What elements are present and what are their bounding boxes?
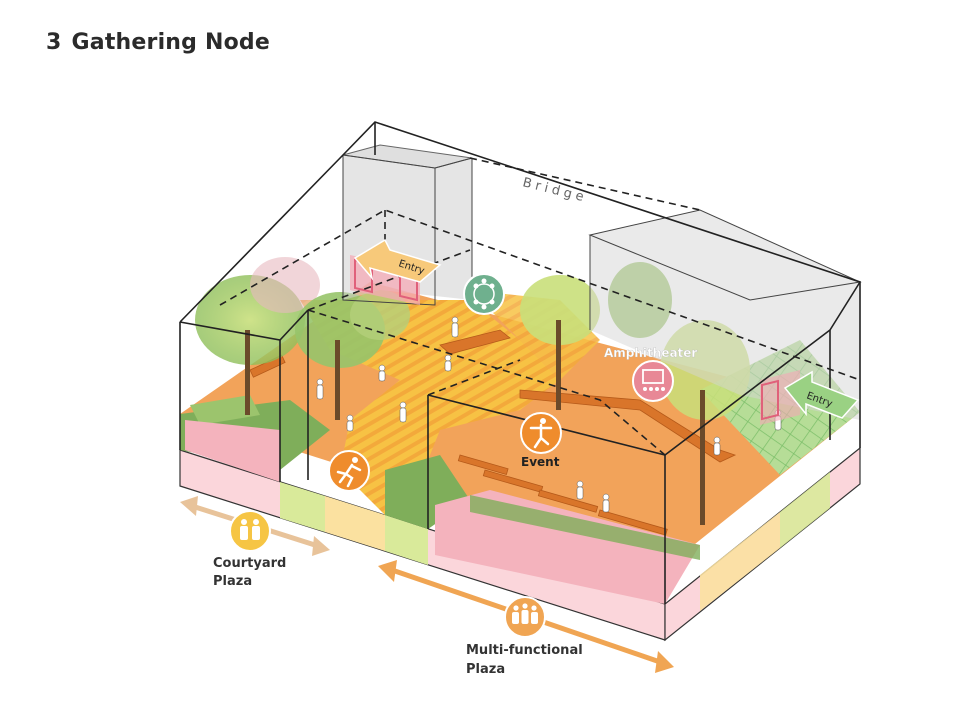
event-label: Event <box>521 455 560 469</box>
running-icon <box>328 450 370 492</box>
courtyard-label-line2: Plaza <box>213 574 252 589</box>
multi-label-line1: Multi-functional <box>466 643 583 658</box>
page-title: 3 Gathering Node <box>46 30 270 55</box>
amphitheater-icon <box>632 360 674 402</box>
entry-arrow-left: Entry <box>353 238 442 283</box>
title-number: 3 <box>46 30 62 55</box>
entry-arrow-right: Entry <box>783 370 860 419</box>
event-icon <box>520 412 562 454</box>
multi-label-line2: Plaza <box>466 662 505 677</box>
courtyard-label-line1: Courtyard <box>213 556 286 571</box>
bridge-wireframe <box>179 121 862 604</box>
multi-functional-icon <box>504 596 546 638</box>
amphitheater-label: Amphitheater <box>604 346 697 360</box>
gathering-icon <box>463 273 505 315</box>
bridge-label: Bridge <box>521 175 589 206</box>
trees <box>195 257 750 525</box>
left-building <box>342 144 473 306</box>
title-text: Gathering Node <box>71 30 270 55</box>
courtyard-icon <box>229 510 271 552</box>
base-slab <box>179 446 861 642</box>
right-building <box>588 209 862 425</box>
